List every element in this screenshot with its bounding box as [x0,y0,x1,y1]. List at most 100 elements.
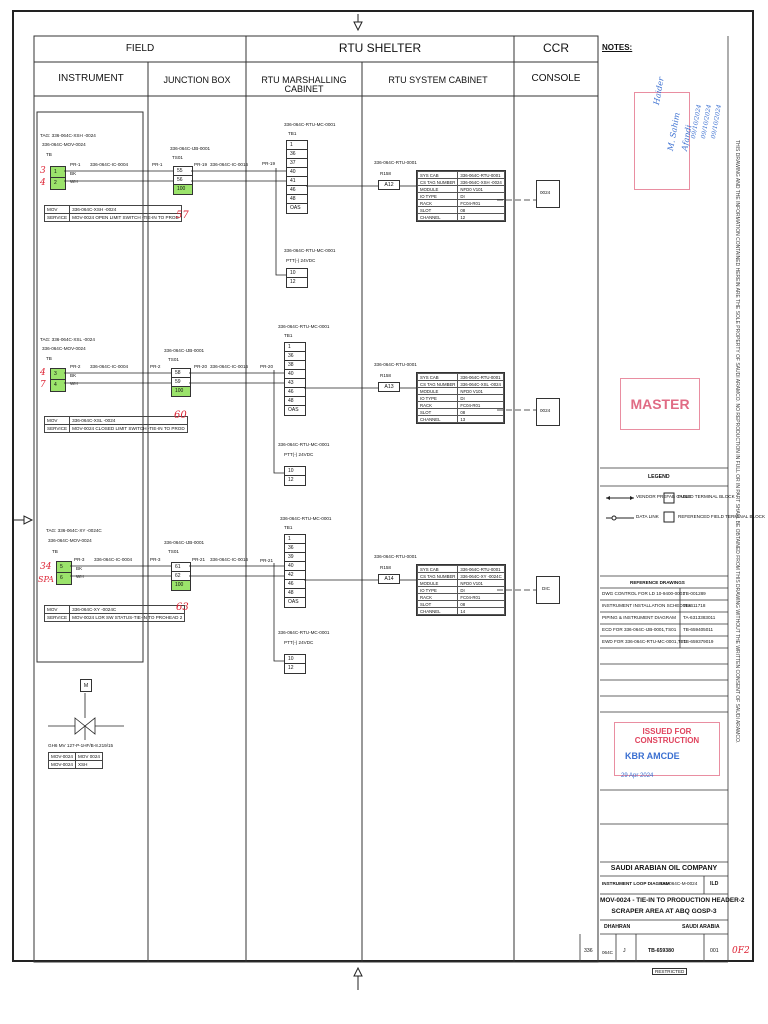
r-label: R158 [380,171,391,176]
jb-terminal: 58 59 100 [171,368,191,397]
mc-terminal: 1 36 37 40 41 46 48 OAS [286,140,308,214]
signature-stamp [634,92,690,190]
dwg-code: ILD [710,881,719,887]
dwg-no-small: 336-064C-M-0024 [660,881,698,886]
sys-tag: 336-064C-RTU-0001 [374,362,417,367]
reference-no: TB-001289 [683,591,706,596]
index-no: 064C [602,950,613,955]
address-box: A12 [378,180,400,190]
legend-symbols [606,492,675,523]
tb-label: TB [46,152,52,157]
instrument-header: INSTRUMENT [58,73,124,84]
mc-tag: 336-064C-RTU-MC-0001 [278,324,330,329]
console-label: 0024 [540,190,551,195]
mc-pair: PR-19 [262,161,276,166]
drawing-sheet [12,10,754,962]
ifc-date: 29 Apr 2024 [621,773,654,779]
jb-pair-out: PR-20 [194,364,208,369]
red-mark: 0F2 [732,946,750,956]
ccr-header: CCR [543,41,569,55]
sheet-number: 001 [710,948,719,954]
sys-tag: 336-064C-RTU-0001 [374,160,417,165]
ptt-label: PTT(-) 24VDC [286,258,316,263]
wire-wh: WH [76,574,84,579]
restricted-label: RESTRICTED [652,968,688,976]
location-city: DHAHRAN [604,924,631,930]
legend-item: VENDOR PREFAB CABLE [636,494,692,499]
cable-tag: 336-064C-IC-0016 [210,162,249,167]
reference-row: PIPING & INSTRUMENT DIAGRAM [602,615,676,620]
ifc-stamp: ISSUED FOR CONSTRUCTION KBR AMCDE 29 Apr… [614,722,720,779]
wire-bk: BK [70,373,77,378]
pair-label: PR-3 [74,557,85,562]
jb-tag: 336-064C-IJB-0001 [170,146,211,151]
mov-tag: 336-064C-MOV-0024 [42,142,86,147]
mc-tag: 336-064C-RTU-MC-0001 [284,122,336,127]
jb-terminal: 55 56 100 [173,166,193,195]
ts-label: TS01 [168,549,179,554]
red-mark: 57 [176,210,189,221]
plant-no: 336 [584,948,593,954]
mc-tb-label: TB1 [284,525,293,530]
ptt-label: PTT(-) 24VDC [284,452,314,457]
reference-no: TB-411718 [683,603,706,608]
drawing-title-1: MOV-0024 - TIE-IN TO PRODUCTION HEADER-2 [600,897,745,904]
reference-row: ECD FOR 336-064C-IJB-0001,TS01 [602,627,677,632]
ptt-terminal: 10 12 [284,654,306,674]
console-label: 0024 [540,408,551,413]
actuator-box: M [80,679,92,692]
mc-tb-label: TB1 [284,333,293,338]
jb-pair-in: PR-2 [150,364,161,369]
jb-pair-out: PR-21 [192,557,206,562]
mov-tag: 336-064C-MOV-0024 [48,538,92,543]
ptt-tag: 336-064C-RTU-MC-0001 [284,248,336,253]
cable-tag: 336-064C-IC-0004 [90,162,129,167]
mc-pair: PR-20 [260,364,274,369]
reference-no: TB-659405011 [683,627,714,632]
legend-item: REFERENCED FIELD TERMINAL BLOCK [678,514,766,519]
legend-title: LEGEND [648,474,670,480]
red-mark: 3 [40,166,46,176]
pair-label: PR-1 [70,162,81,167]
reference-row: EWD FOR 336-064C-RTU-MC-0001,TB1 [602,639,687,644]
location-country: SAUDI ARABIA [682,924,720,930]
wire-bk: BK [76,566,83,571]
reference-row: DWG CONTROL FOR LD 10-9400-0001 [602,591,685,596]
jb-tag: 336-064C-IJB-0001 [164,540,205,545]
console-header: CONSOLE [531,73,581,84]
tb-label: TB [52,549,58,554]
instrument-terminal: 5 6 [56,561,72,585]
mc-tb-label: TB1 [288,131,297,136]
red-mark: 7 [40,380,46,390]
reference-title: REFERENCE DRAWINGS [630,580,685,585]
tb-label: TB [46,356,52,361]
cable-tag: 336-064C-IC-0004 [90,364,129,369]
pair-label: PR-2 [70,364,81,369]
ifc-label: ISSUED FOR CONSTRUCTION [634,727,700,745]
junction-box-header: JUNCTION BOX [163,75,231,85]
address-box: A13 [378,382,400,392]
address-box: A14 [378,574,400,584]
reference-no: TA-6313383011 [683,615,716,620]
r-label: R158 [380,565,391,570]
console-symbol [536,398,560,426]
jb-terminal: 61 62 100 [171,562,191,591]
ptt-tag: 336-064C-RTU-MC-0001 [278,442,330,447]
mc-tag: 336-064C-RTU-MC-0001 [280,516,332,521]
red-mark: 4 [40,178,46,188]
red-mark: 34 [40,562,52,572]
ptt-label: PTT(-) 24VDC [284,640,314,645]
red-mark: SPA [38,575,54,584]
ts-label: TS01 [168,357,179,362]
ts-label: TS01 [172,155,183,160]
jb-pair-in: PR-3 [150,557,161,562]
